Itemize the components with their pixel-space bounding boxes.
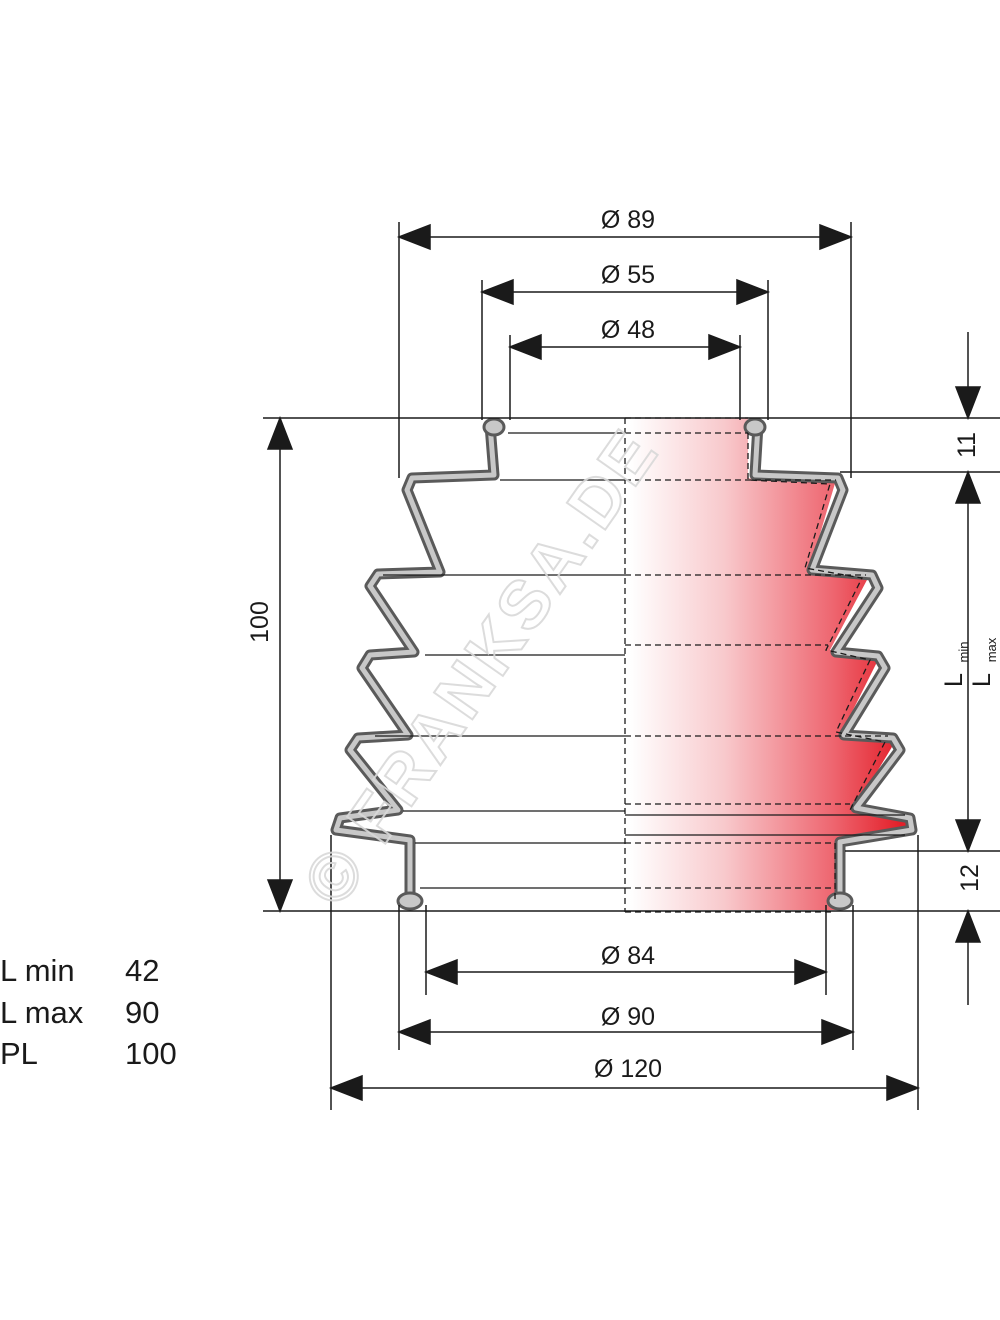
dim-top-mid: Ø 55 bbox=[601, 261, 655, 289]
l-max-main: L bbox=[968, 673, 996, 687]
dim-top-outer: Ø 89 bbox=[601, 206, 655, 234]
top-left-bead bbox=[482, 417, 506, 437]
spec-value: 90 bbox=[125, 995, 160, 1030]
dim-bottom-inner: Ø 84 bbox=[601, 942, 655, 970]
spec-label: L max bbox=[0, 995, 84, 1030]
red-section-fill bbox=[625, 418, 910, 910]
l-min-main: L bbox=[940, 673, 968, 687]
top-right-bead bbox=[743, 417, 767, 437]
fold-lines-right-solid bbox=[625, 814, 905, 836]
spec-label: L min bbox=[0, 953, 75, 988]
dim-top-inner: Ø 48 bbox=[601, 316, 655, 344]
l-min-sub: min bbox=[956, 642, 971, 663]
dim-height-total: 100 bbox=[246, 601, 274, 643]
spec-value: 42 bbox=[125, 953, 160, 988]
bellows-left-wall-core bbox=[333, 422, 497, 903]
dim-top-collar: 11 bbox=[953, 432, 981, 458]
l-max-label: L max bbox=[968, 637, 999, 687]
dim-bottom-mid: Ø 90 bbox=[601, 1003, 655, 1031]
bellows-interior bbox=[345, 430, 625, 900]
bellows-right-wall-core bbox=[752, 422, 915, 903]
dimension-lines bbox=[266, 223, 982, 1102]
dim-bottom-collar: 12 bbox=[956, 864, 984, 892]
bellows-boot bbox=[330, 417, 918, 913]
bottom-left-bead bbox=[396, 891, 424, 911]
l-max-sub: max bbox=[984, 637, 999, 662]
bottom-right-bead bbox=[826, 891, 854, 911]
fold-lines-right bbox=[625, 432, 888, 889]
fold-lines-left bbox=[375, 432, 625, 889]
spec-value: 100 bbox=[125, 1036, 177, 1071]
dim-bottom-outer: Ø 120 bbox=[594, 1055, 662, 1083]
right-inner-profile bbox=[747, 433, 886, 811]
l-min-label: L min bbox=[940, 642, 971, 687]
spec-label: PL bbox=[0, 1036, 38, 1071]
extension-lines bbox=[263, 222, 1000, 1110]
